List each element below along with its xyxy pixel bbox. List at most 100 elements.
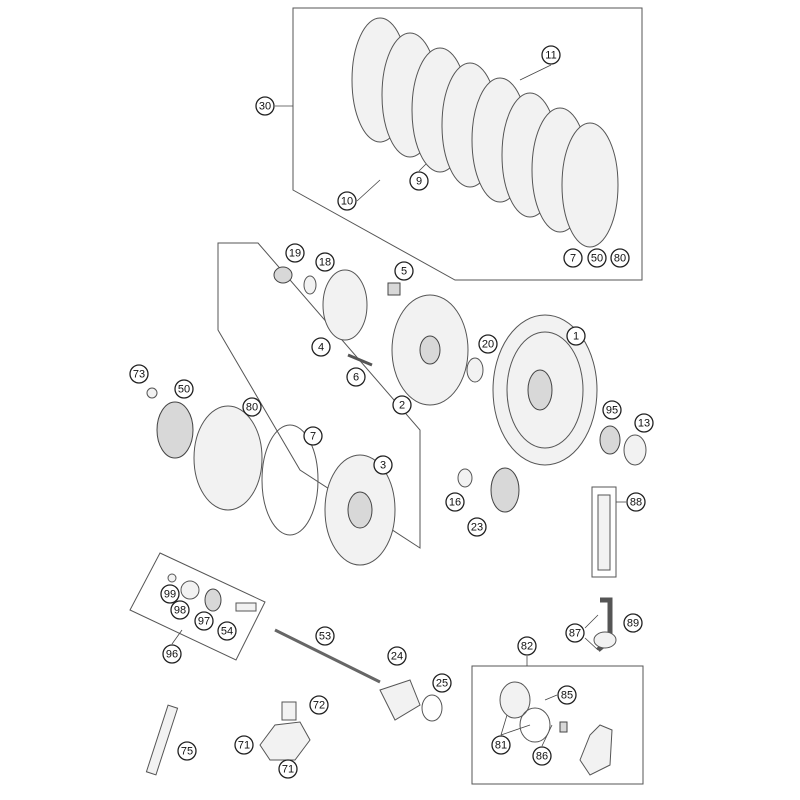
callout-circle <box>234 735 254 755</box>
callout-number: 11 <box>545 50 556 62</box>
callout-number: 85 <box>561 690 573 702</box>
callout-number: 87 <box>569 628 581 640</box>
callout-73: 73 <box>129 364 149 384</box>
callout-50: 50 <box>174 379 194 399</box>
callout-circle <box>278 759 298 779</box>
callout-9: 9 <box>409 171 429 191</box>
callout-72: 72 <box>309 695 329 715</box>
callout-50: 50 <box>587 248 607 268</box>
callout-23: 23 <box>467 517 487 537</box>
callout-4: 4 <box>311 337 331 357</box>
callout-87: 87 <box>565 623 585 643</box>
callout-circle <box>177 741 197 761</box>
callout-1: 1 <box>566 326 586 346</box>
callout-circle <box>478 334 498 354</box>
callout-number: 96 <box>166 649 178 661</box>
callout-number: 89 <box>627 618 639 630</box>
callout-number: 16 <box>449 497 461 509</box>
slave-cylinder-frame <box>471 665 644 785</box>
callout-number: 24 <box>391 651 403 663</box>
callout-number: 4 <box>318 342 324 354</box>
callout-number: 2 <box>399 400 405 412</box>
callout-98: 98 <box>170 600 190 620</box>
callout-82: 82 <box>517 636 537 656</box>
callout-circle <box>303 426 323 446</box>
clutch-plates <box>351 17 619 248</box>
callout-number: 20 <box>482 339 494 351</box>
parts <box>145 266 647 776</box>
callout-number: 23 <box>471 522 483 534</box>
callout-circle <box>623 613 643 633</box>
callout-circle <box>491 735 511 755</box>
callout-circle <box>517 636 537 656</box>
callout-80: 80 <box>610 248 630 268</box>
callout-number: 50 <box>178 384 190 396</box>
callout-number: 80 <box>246 402 258 414</box>
bearing-kit-frame <box>129 552 266 661</box>
callout-circle <box>634 413 654 433</box>
callout-81: 81 <box>491 735 511 755</box>
callout-number: 30 <box>259 101 271 113</box>
callout-number: 98 <box>174 605 186 617</box>
callout-number: 50 <box>591 253 603 265</box>
callout-circle <box>626 492 646 512</box>
callout-circle <box>255 96 275 116</box>
callout-99: 99 <box>160 584 180 604</box>
callout-circle <box>315 252 335 272</box>
callout-number: 3 <box>380 460 386 472</box>
clutch-kit-frame <box>292 7 643 281</box>
callout-number: 95 <box>606 405 618 417</box>
callout-circle <box>445 492 465 512</box>
callout-97: 97 <box>194 611 214 631</box>
callout-10: 10 <box>337 191 357 211</box>
callout-circle <box>565 623 585 643</box>
callout-circle <box>174 379 194 399</box>
callout-circle <box>563 248 583 268</box>
callout-circle <box>194 611 214 631</box>
callout-number: 13 <box>638 418 650 430</box>
callout-circle <box>373 455 393 475</box>
callout-circle <box>392 395 412 415</box>
callout-number: 99 <box>164 589 176 601</box>
callout-number: 9 <box>416 176 422 188</box>
callout-number: 10 <box>341 196 353 208</box>
callout-18: 18 <box>315 252 335 272</box>
callout-85: 85 <box>557 685 577 705</box>
callout-circle <box>160 584 180 604</box>
callout-25: 25 <box>432 673 452 693</box>
callout-96: 96 <box>162 644 182 664</box>
callout-95: 95 <box>602 400 622 420</box>
callout-number: 18 <box>319 257 331 269</box>
callout-circle <box>337 191 357 211</box>
callout-circle <box>309 695 329 715</box>
callout-circle <box>242 397 262 417</box>
callout-number: 19 <box>289 248 301 260</box>
callout-11: 11 <box>541 45 561 65</box>
callout-86: 86 <box>532 746 552 766</box>
callout-circle <box>387 646 407 666</box>
callout-circle <box>394 261 414 281</box>
callout-number: 7 <box>310 431 316 443</box>
callout-circle <box>409 171 429 191</box>
callout-number: 80 <box>614 253 626 265</box>
callout-75: 75 <box>177 741 197 761</box>
callout-number: 71 <box>282 764 294 776</box>
callout-circle <box>346 367 366 387</box>
callout-number: 5 <box>401 266 407 278</box>
callout-number: 72 <box>313 700 325 712</box>
callout-circle <box>602 400 622 420</box>
callout-circle <box>541 45 561 65</box>
callout-24: 24 <box>387 646 407 666</box>
callout-7: 7 <box>303 426 323 446</box>
callout-number: 75 <box>181 746 193 758</box>
callout-19: 19 <box>285 243 305 263</box>
callout-circle <box>162 644 182 664</box>
callout-circle <box>610 248 630 268</box>
callout-13: 13 <box>634 413 654 433</box>
callout-circle <box>129 364 149 384</box>
callout-number: 82 <box>521 641 533 653</box>
callout-20: 20 <box>478 334 498 354</box>
